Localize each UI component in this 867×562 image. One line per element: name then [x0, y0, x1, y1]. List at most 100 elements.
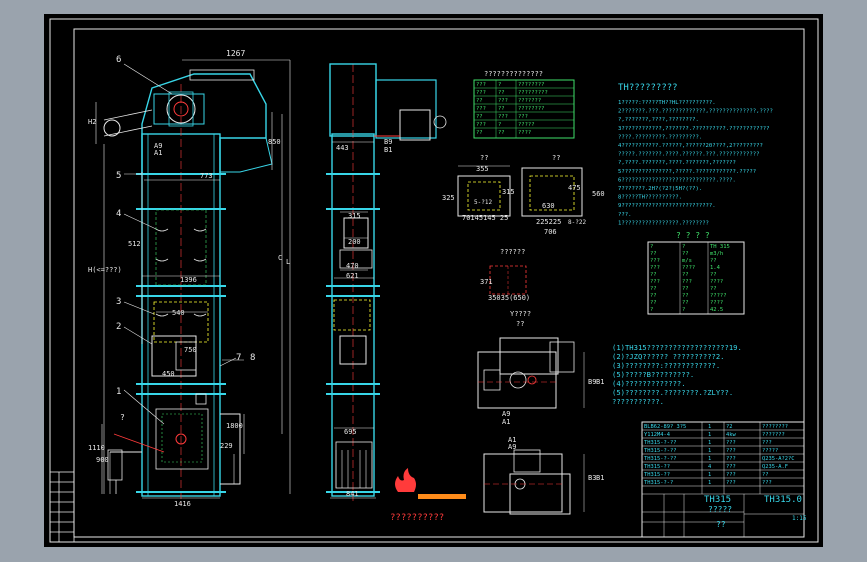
title-cell: TH315-?-?	[644, 480, 673, 486]
param-cell: TH 315	[710, 244, 730, 250]
param-cell: ???	[650, 279, 660, 285]
spec-cell: ???	[498, 114, 508, 120]
dim-841: 841	[346, 490, 359, 498]
title-sub: ?????	[708, 505, 732, 514]
label-height: H(<=???)	[88, 266, 122, 274]
callout-7: 7	[236, 353, 241, 363]
dim-1800: 1800	[226, 422, 243, 430]
param-cell: ??	[682, 286, 689, 292]
dim-350: 35035(650)	[488, 294, 530, 302]
dim-850: 850	[268, 138, 281, 146]
param-cell: 42.5	[710, 307, 723, 313]
small-section-title: ??????	[500, 248, 525, 256]
param-cell: ??	[650, 251, 657, 257]
tech-note-line: 1?????????????????.????????	[618, 220, 709, 226]
param-cell: ??	[710, 272, 717, 278]
title-cell: ?2	[726, 424, 733, 430]
dim-450: 450	[162, 370, 175, 378]
callout-3: 3	[116, 297, 121, 307]
dim-315: 315	[348, 212, 361, 220]
callout-4: 4	[116, 209, 121, 219]
title-cell: 1	[708, 440, 711, 446]
param-cell: ????	[682, 265, 695, 271]
plan-label-b3: B3	[588, 474, 596, 482]
dim-706: 706	[544, 228, 557, 236]
param-cell: m/s	[682, 258, 692, 264]
tech-note-line: ????.?????????.?????????.	[618, 134, 702, 140]
plan-label-b1: B1	[596, 378, 604, 386]
param-cell: ???	[650, 265, 660, 271]
notes-line: ???????????.	[612, 397, 664, 406]
param-cell: ?????	[710, 293, 727, 299]
notes-line: (5)????????.????????.?ZLY??.	[612, 388, 733, 397]
title-cell: 1	[708, 424, 711, 430]
param-cell: ??	[682, 300, 689, 306]
param-cell: ??	[682, 293, 689, 299]
tech-note-line: ?,???????,????,????????.	[618, 117, 699, 123]
title-cell: TH315-??	[644, 472, 670, 478]
title-name: TH315	[704, 495, 731, 505]
title-cell: ????????	[762, 424, 788, 430]
title-cell: ?????	[762, 448, 778, 454]
title-cell: 1	[708, 432, 711, 438]
tech-note-line: ?????.???????.????.??????.???.??????????…	[618, 152, 759, 158]
callout-1: 1	[116, 387, 121, 397]
drawing-canvas: 1267 H2 A9 A1 850 773 512 1396 540 750 4…	[44, 14, 823, 547]
plan-label-a9: A9	[502, 410, 510, 418]
spec-table-title: ??????????????	[484, 70, 543, 78]
title-cell: ???	[762, 480, 772, 486]
dim-630: 630	[542, 202, 555, 210]
title-cell: ???	[726, 464, 736, 470]
param-cell: ???	[682, 279, 692, 285]
inner-border	[73, 28, 805, 538]
spec-cell: ???	[498, 98, 508, 104]
notes-block: (1)TH315???????????????????19.(2)?JZQ???…	[612, 343, 742, 406]
tech-notes: TH????????? 1?????:?????TH??HL??????????…	[618, 83, 773, 226]
param-cell: ?	[682, 307, 685, 313]
tech-notes-title: TH?????????	[618, 83, 678, 93]
title-scale: 1:15	[792, 515, 807, 522]
title-cell: ??	[762, 472, 769, 478]
left-strip	[49, 471, 75, 543]
dim-5x60: 5-?12	[474, 199, 492, 206]
notes-line: (1)TH315???????????????????19.	[612, 343, 742, 352]
param-cell: ?	[682, 244, 685, 250]
dim-475: 475	[568, 184, 581, 192]
label-y2: ??	[516, 320, 524, 328]
dim-621: 621	[346, 272, 359, 280]
tech-note-line: 6????????????????????????????.????.	[618, 177, 736, 183]
section-views: ?? 355 315 325 5-?12 70145145 25 ?? 560 …	[442, 154, 605, 328]
spec-cell: ???	[476, 82, 486, 88]
param-cell: m3/h	[710, 251, 723, 257]
spec-cell: ???	[518, 114, 528, 120]
spec-cell: ?	[498, 122, 501, 128]
param-cell: ?	[650, 244, 653, 250]
param-table: ? ? ? ? ??TH 315????m3/h???m/s?????????1…	[647, 231, 745, 315]
title-cell: ???	[726, 480, 736, 486]
spec-cell: ???	[476, 122, 486, 128]
param-cell: ??	[682, 272, 689, 278]
section-left-label: ??	[480, 154, 488, 162]
label-b1: B1	[384, 146, 392, 154]
tech-note-line: 8?????TH??????????.	[618, 195, 682, 201]
label-question: ?	[120, 413, 125, 422]
plan-label-b9: B9	[588, 378, 596, 386]
logo-label: ??????????	[390, 513, 444, 523]
plan-label-a1: A1	[502, 418, 510, 426]
title-cell: ???	[762, 440, 772, 446]
dim-145: 70145145 25	[462, 214, 508, 222]
dim-325: 325	[442, 194, 455, 202]
dim-229: 229	[220, 442, 233, 450]
logo: ??????????	[390, 468, 466, 523]
title-code: TH315.0	[764, 495, 802, 505]
tech-note-line: 3????????????,???????.??????????.???????…	[618, 126, 770, 132]
spec-table: ?????????????? ?????????????????????????…	[473, 70, 575, 139]
dim-540: 540	[172, 309, 185, 317]
param-cell: ??	[710, 258, 717, 264]
tech-note-line: 9???????????????????????????.	[618, 203, 716, 209]
title-cell: 1	[708, 456, 711, 462]
flame-icon	[395, 468, 416, 492]
spec-cell: ???	[476, 106, 486, 112]
spec-cell: ??	[476, 98, 483, 104]
title-cell: Q235-A.F	[762, 464, 788, 470]
